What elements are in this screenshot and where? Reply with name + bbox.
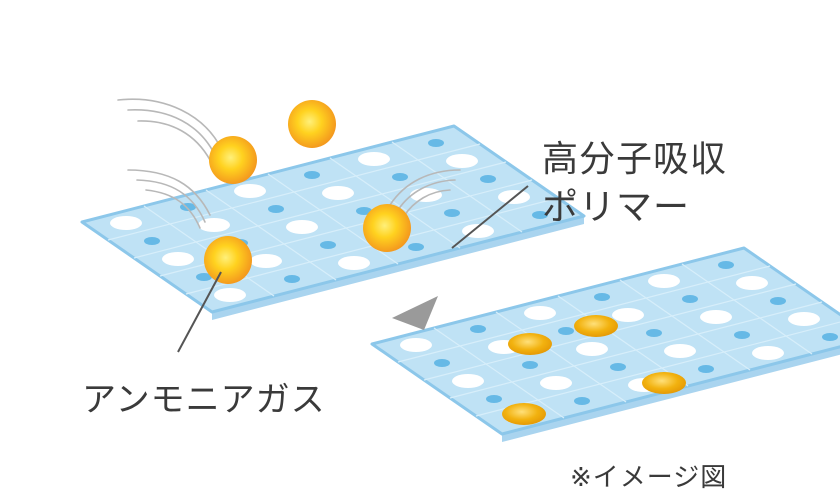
polymer-sheet-after <box>370 246 840 442</box>
sheet-dot <box>480 175 496 183</box>
sheet-hole <box>234 184 266 198</box>
absorbed-particle <box>508 333 552 355</box>
sheet-hole <box>338 256 370 270</box>
sheet-hole <box>736 276 768 290</box>
absorbed-particle <box>642 372 686 394</box>
sheet-dot <box>610 363 626 371</box>
sheet-dot <box>486 395 502 403</box>
sheet-hole <box>648 274 680 288</box>
gas-particle <box>288 100 336 148</box>
sheet-gridline <box>391 141 523 233</box>
sheet-edge <box>212 216 584 320</box>
absorbed-particle <box>502 403 546 425</box>
sheet-hole <box>576 342 608 356</box>
gas-motion-lines <box>117 98 461 229</box>
sheet-surface <box>370 246 840 436</box>
sheet-hole <box>162 252 194 266</box>
sheet-gridline <box>619 279 751 371</box>
sheet-dot <box>822 333 838 341</box>
sheet-gridline <box>449 301 823 399</box>
gas-particle <box>204 236 252 284</box>
sheet-hole <box>286 220 318 234</box>
sheet-dot <box>682 295 698 303</box>
ammonia-gas-label: アンモニアガス <box>82 380 326 420</box>
sheet-hole <box>452 374 484 388</box>
sheet-gridline <box>107 143 481 241</box>
sheet-hole <box>198 218 230 232</box>
sheet-dot <box>304 171 320 179</box>
sheet-dot <box>698 365 714 373</box>
gas-particle <box>363 204 411 252</box>
sheet-hole <box>446 154 478 168</box>
sheet-dot <box>718 261 734 269</box>
sheet-dot <box>594 293 610 301</box>
sheet-hole <box>752 346 784 360</box>
sheet-dot <box>196 273 212 281</box>
label-pointers <box>177 185 529 353</box>
polymer-sheet-before <box>80 124 586 320</box>
sheet-dot <box>356 207 372 215</box>
sheet-hole <box>524 306 556 320</box>
gas-particle <box>209 136 257 184</box>
polymer-pointer-line <box>451 185 529 249</box>
sheet-dot <box>392 173 408 181</box>
sheet-gridline <box>329 157 461 249</box>
sheet-dot <box>558 327 574 335</box>
ammonia-gas-particles <box>204 100 411 284</box>
sheet-hole <box>400 338 432 352</box>
sheet-hole <box>322 186 354 200</box>
image-note: ※イメージ図 <box>570 463 728 493</box>
ammonia-pointer-line <box>177 271 222 353</box>
sheet-hole <box>540 376 572 390</box>
sheet-dot <box>646 329 662 337</box>
sheet-edge <box>502 346 840 442</box>
sheet-hole <box>612 308 644 322</box>
sheet-dot <box>428 139 444 147</box>
sheet-hole <box>788 312 820 326</box>
sheet-hole <box>358 152 390 166</box>
sheet-gridline <box>433 327 565 419</box>
absorbed-gas <box>502 315 686 425</box>
sheet-hole <box>110 216 142 230</box>
sheet-dot <box>734 331 750 339</box>
sheet-dot <box>574 397 590 405</box>
sheet-hole <box>700 310 732 324</box>
sheet-dot <box>770 297 786 305</box>
sheet-hole <box>250 254 282 268</box>
sheet-dot <box>470 325 486 333</box>
sheet-gridline <box>495 311 627 403</box>
sheet-dot <box>144 237 160 245</box>
transition-arrow-icon <box>392 296 438 330</box>
sheet-gridline <box>475 321 840 417</box>
sheet-gridline <box>205 189 337 281</box>
polymer-label-line1: 高分子吸収 <box>542 139 728 180</box>
sheet-gridline <box>133 161 507 259</box>
sheet-dot <box>320 241 336 249</box>
sheet-hole <box>410 188 442 202</box>
sheet-dot <box>284 275 300 283</box>
sheet-gridline <box>681 263 813 355</box>
sheet-dot <box>434 359 450 367</box>
sheet-gridline <box>557 295 689 387</box>
polymer-label-line2: ポリマー <box>542 187 691 228</box>
sheet-dot <box>522 361 538 369</box>
sheet-dot <box>532 211 548 219</box>
sheet-dot <box>268 205 284 213</box>
sheet-dot <box>444 209 460 217</box>
sheet-dot <box>408 243 424 251</box>
absorbed-particle <box>574 315 618 337</box>
sheet-hole <box>214 288 246 302</box>
sheet-hole <box>664 344 696 358</box>
sheet-gridline <box>397 265 771 363</box>
